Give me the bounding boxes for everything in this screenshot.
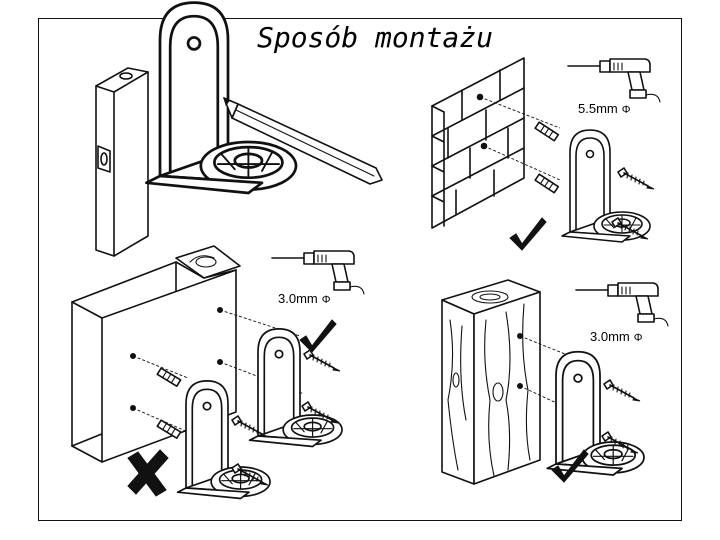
mounting-bracket (546, 350, 645, 476)
cross-mark-icon (127, 449, 169, 497)
check-mark-icon (299, 319, 337, 353)
spirit-level (95, 67, 149, 257)
drill-icon (567, 58, 661, 103)
screw (617, 167, 655, 190)
brick-wall (431, 57, 525, 229)
diagram-title: Sposób montażu (257, 21, 493, 54)
mounting-bracket (248, 328, 343, 448)
panel-marking-illustration (95, 1, 383, 257)
drill-icon (271, 250, 365, 295)
check-mark-icon (509, 217, 547, 251)
pencil (223, 96, 383, 185)
mounting-bracket (561, 129, 651, 243)
diagram-frame (38, 18, 682, 521)
screw (603, 379, 641, 402)
wooden-stud (175, 245, 241, 279)
screw (303, 349, 341, 372)
drill-icon (575, 282, 669, 327)
